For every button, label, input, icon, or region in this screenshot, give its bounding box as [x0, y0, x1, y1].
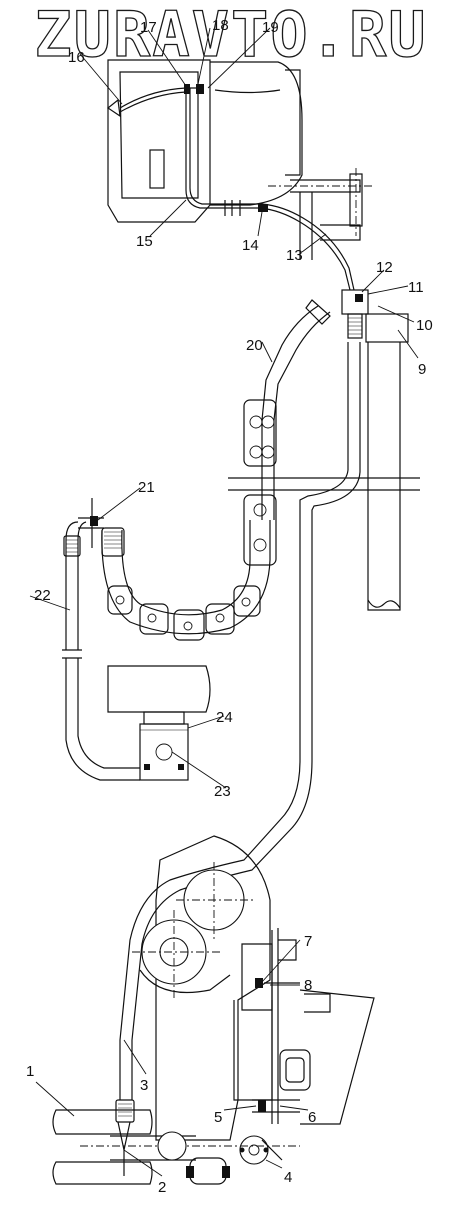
callout-9: 9 [418, 361, 426, 378]
callout-4: 4 [284, 1169, 292, 1186]
callout-15: 15 [136, 233, 153, 250]
callout-14: 14 [242, 237, 259, 254]
callout-5: 5 [214, 1109, 222, 1126]
left-cylinder-fitting [52, 1099, 153, 1185]
callout-17: 17 [140, 19, 157, 36]
callout-10: 10 [416, 317, 433, 334]
callout-20: 20 [246, 337, 263, 354]
callout-23: 23 [214, 783, 231, 800]
callout-2: 2 [158, 1179, 166, 1196]
callout-22: 22 [34, 587, 51, 604]
callout-12: 12 [376, 259, 393, 276]
callout-8: 8 [304, 977, 312, 994]
valve-block-right [341, 289, 409, 611]
thin-tube-upper [106, 84, 355, 291]
callout-3: 3 [140, 1077, 148, 1094]
callout-6: 6 [308, 1109, 316, 1126]
pipe-clamps-vertical [243, 399, 277, 566]
callout-1: 1 [26, 1063, 34, 1080]
callout-13: 13 [286, 247, 303, 264]
callout-18: 18 [212, 17, 229, 34]
pump-unit-23-24 [107, 665, 211, 781]
callout-24: 24 [216, 709, 233, 726]
callout-labels: 1 2 3 4 5 6 7 8 9 10 11 12 13 14 15 16 1… [26, 17, 433, 1196]
leader-lines [29, 27, 419, 1177]
left-hose-22 [62, 521, 140, 781]
lower-frame-assembly [80, 835, 375, 1185]
watermark-logo: ZURAVTO.RU [34, 0, 427, 71]
callout-21: 21 [138, 479, 155, 496]
main-pipe [119, 299, 420, 1100]
callout-11: 11 [408, 279, 424, 296]
callout-7: 7 [304, 933, 312, 950]
callout-19: 19 [262, 19, 279, 36]
top-tank-unit [107, 59, 372, 260]
callout-16: 16 [68, 49, 85, 66]
u-hose-chain [78, 498, 271, 641]
